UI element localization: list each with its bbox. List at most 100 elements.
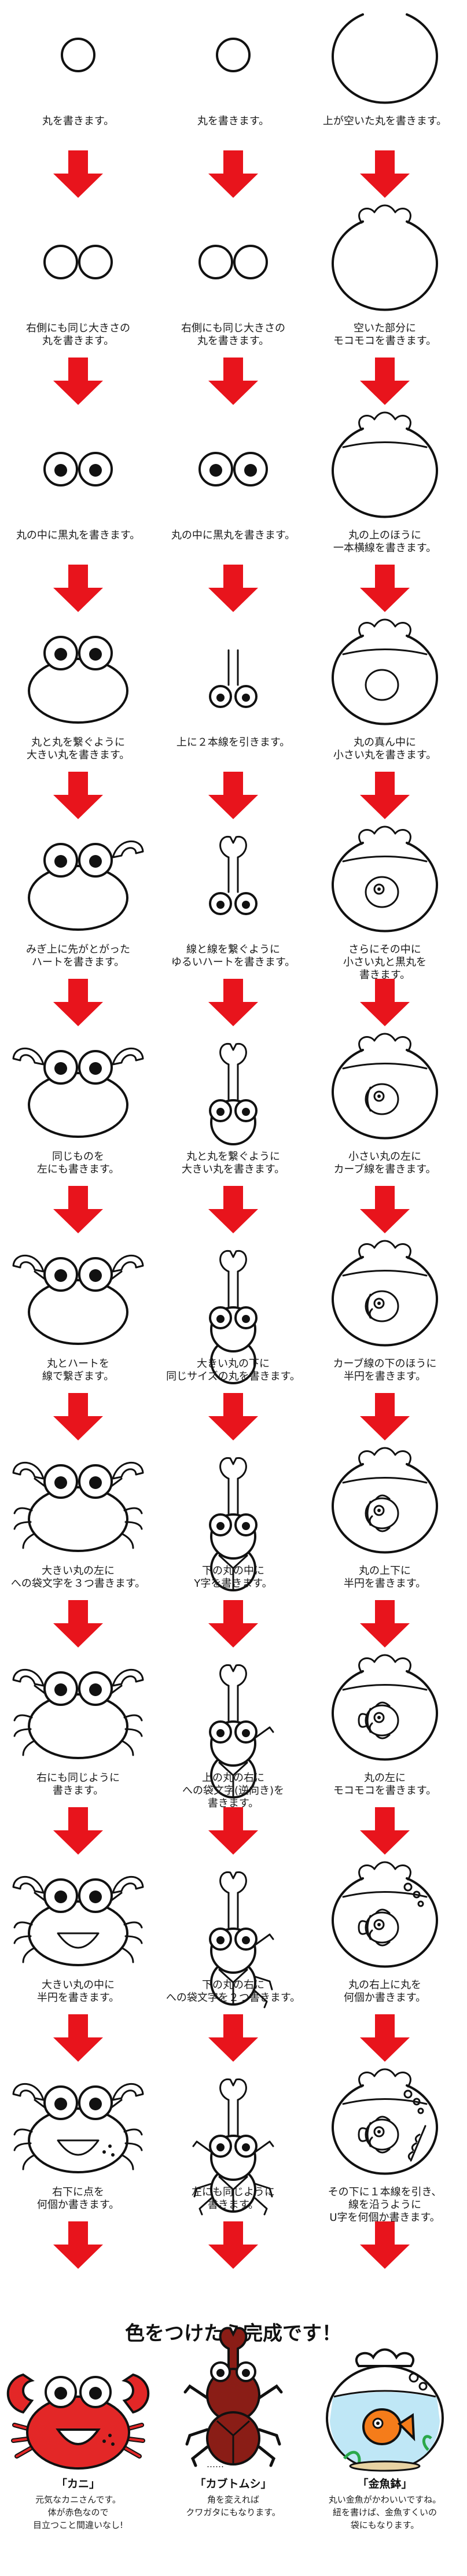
crab-step-8-figure	[12, 1461, 144, 1552]
goldfish-bowl-step-6-arrow	[360, 1186, 410, 1233]
crab-step-4-arrow	[53, 772, 103, 819]
goldfish-bowl-step-2-caption-line-1: 空いた部分に	[354, 322, 416, 334]
goldfish-bowl-step-10-figure	[332, 1861, 438, 1968]
goldfish-bowl-step-11-figure	[332, 2068, 438, 2175]
beetle-step-9-arrow	[208, 1807, 258, 1855]
beetle-name-label: 「カブトムシ」	[194, 2477, 271, 2490]
crab-note-line-2: 体が赤色なので	[47, 2507, 108, 2518]
crab-step-5-arrow	[53, 979, 103, 1026]
beetle-step-10-caption-line-2: への袋文字を２つ書きます。	[166, 1992, 300, 2004]
beetle-step-11-figure	[192, 2079, 274, 2216]
beetle-step-4-figure	[209, 649, 258, 708]
goldfish-bowl-step-9-figure	[332, 1654, 438, 1761]
goldfish-bowl-step-10-arrow	[360, 2014, 410, 2062]
beetle-step-3-caption-line-1: 丸の中に黒丸を書きます。	[171, 529, 295, 541]
beetle-step-2-figure	[198, 245, 268, 279]
beetle-step-10-caption-line-1: 下の丸の右に	[202, 1979, 264, 1991]
crab-step-1-arrow	[53, 150, 103, 198]
goldfish-bowl-step-6-caption-line-1: 小さい丸の左に	[348, 1151, 421, 1163]
beetle-step-6-arrow	[208, 1186, 258, 1233]
bowl-note-line-1: 丸い金魚がかわいいですね。	[329, 2494, 442, 2505]
crab-step-10-caption-line-2: 半円を書きます。	[37, 1992, 119, 2004]
beetle-step-6-figure	[209, 1043, 258, 1145]
step-captions: 丸を書きます。右側にも同じ大きさの丸を書きます。丸の中に黒丸を書きます。丸と丸を…	[11, 115, 447, 2224]
beetle-step-11-arrow	[208, 2221, 258, 2269]
colored-goldfish-bowl-illustration	[326, 2348, 444, 2472]
beetle-step-9-figure	[209, 1664, 274, 1799]
goldfish-bowl-step-5-caption-line-1: さらにその中に	[348, 944, 421, 956]
bowl-note-line-3: 袋にもなります。	[351, 2520, 420, 2530]
goldfish-bowl-step-8-arrow	[360, 1600, 410, 1648]
beetle-step-7-figure	[209, 1250, 258, 1384]
goldfish-bowl-step-7-arrow	[360, 1393, 410, 1440]
goldfish-bowl-step-7-figure	[332, 1240, 438, 1347]
crab-step-5-figure	[28, 840, 144, 931]
beetle-step-2-caption-line-2: 丸を書きます。	[197, 335, 269, 347]
goldfish-bowl-step-1-figure	[332, 13, 438, 104]
goldfish-bowl-step-1-arrow	[360, 150, 410, 198]
goldfish-bowl-step-9-arrow	[360, 1807, 410, 1855]
goldfish-bowl-step-4-arrow	[360, 772, 410, 819]
beetle-step-7-arrow	[208, 1393, 258, 1440]
beetle-step-8-caption-line-1: 下の丸の中に	[202, 1565, 264, 1577]
crab-step-2-caption-line-2: 丸を書きます。	[42, 335, 114, 347]
beetle-step-6-caption-line-2: 大きい丸を書きます。	[182, 1163, 285, 1175]
goldfish-bowl-step-4-caption-line-1: 丸の真ん中に	[354, 736, 416, 749]
crab-step-6-caption-line-2: 左にも書きます。	[37, 1163, 119, 1175]
goldfish-bowl-step-7-caption-line-1: カーブ線の下のほうに	[333, 1357, 437, 1370]
crab-step-7-arrow	[53, 1393, 103, 1440]
colored-crab-illustration	[6, 2373, 150, 2470]
crab-step-7-caption-line-1: 丸とハートを	[47, 1358, 109, 1370]
crab-step-4-figure	[28, 636, 128, 724]
crab-step-9-caption-line-1: 右にも同じように	[36, 1772, 120, 1784]
goldfish-bowl-step-3-arrow	[360, 565, 410, 612]
crab-step-8-arrow	[53, 1600, 103, 1648]
goldfish-bowl-step-4-figure	[332, 618, 438, 725]
crab-step-8-caption-line-1: 大きい丸の左に	[42, 1565, 115, 1577]
crab-name-label: 「カニ」	[56, 2477, 100, 2490]
beetle-step-4-caption-line-1: 上に２本線を引きます。	[176, 736, 290, 749]
crab-step-2-figure	[43, 245, 113, 279]
beetle-step-11-caption-line-1: 左にも同じように	[192, 2186, 275, 2198]
beetle-step-11-caption-line-2: 書きます。	[208, 2199, 259, 2211]
goldfish-bowl-step-1-caption-line-1: 上が空いた丸を書きます。	[323, 115, 447, 127]
goldfish-bowl-step-2-arrow	[360, 358, 410, 405]
beetle-step-7-caption-line-2: 同じサイズの丸を書きます。	[166, 1370, 300, 1383]
goldfish-bowl-step-5-caption-line-2: 小さい丸と黒丸を	[343, 956, 426, 968]
crab-step-11-caption-line-1: 右下に点を	[52, 2186, 104, 2198]
goldfish-bowl-step-10-caption-line-2: 何個か書きます。	[344, 1992, 426, 2004]
goldfish-bowl-step-3-figure	[332, 411, 438, 518]
crab-step-2-caption-line-1: 右側にも同じ大きさの	[26, 322, 130, 334]
crab-note-line-3: 目立つこと間違いなし!	[33, 2520, 123, 2530]
goldfish-bowl-step-4-caption-line-2: 小さい丸を書きます。	[333, 749, 436, 761]
crab-step-7-caption-line-2: 線で繋ぎます。	[42, 1370, 114, 1383]
beetle-step-1-caption-line-1: 丸を書きます。	[197, 115, 269, 127]
beetle-step-8-caption-line-2: Y字を書きます。	[193, 1578, 272, 1590]
crab-step-3-caption-line-1: 丸の中に黒丸を書きます。	[16, 529, 140, 541]
beetle-step-5-caption-line-1: 線と線を繋ぐように	[186, 944, 280, 956]
bowl-note-line-2: 紐を書けば、金魚すくいの	[333, 2507, 437, 2518]
beetle-step-6-caption-line-1: 丸と丸を繋ぐように	[186, 1151, 280, 1163]
goldfish-bowl-step-5-arrow	[360, 979, 410, 1026]
beetle-step-3-arrow	[208, 565, 258, 612]
goldfish-bowl-step-8-figure	[332, 1447, 438, 1554]
goldfish-bowl-step-6-caption-line-2: カーブ線を書きます。	[333, 1163, 436, 1175]
beetle-step-1-arrow	[208, 150, 258, 198]
beetle-step-2-arrow	[208, 358, 258, 405]
crab-step-9-caption-line-2: 書きます。	[53, 1785, 104, 1797]
crab-step-5-caption-line-1: みぎ上に先がとがった	[26, 944, 130, 956]
beetle-step-9-caption-line-2: への袋文字(逆向き)を	[182, 1785, 284, 1797]
goldfish-bowl-step-11-arrow	[360, 2221, 410, 2269]
crab-step-8-caption-line-2: への袋文字を３つ書きます。	[11, 1578, 145, 1590]
beetle-step-1-figure	[216, 38, 251, 72]
goldfish-bowl-step-10-caption-line-1: 丸の右上に丸を	[348, 1979, 421, 1991]
crab-step-9-figure	[12, 1668, 144, 1759]
beetle-step-5-caption-line-2: ゆるいハートを書きます。	[171, 956, 295, 968]
crab-step-10-figure	[12, 1875, 144, 1966]
beetle-step-8-figure	[209, 1457, 258, 1591]
crab-step-9-arrow	[53, 1807, 103, 1855]
beetle-step-8-arrow	[208, 1600, 258, 1648]
goldfish-bowl-step-5-caption-line-3: 書きます。	[359, 969, 410, 981]
bowl-name-label: 「金魚鉢」	[357, 2477, 412, 2490]
beetle-step-5-figure	[209, 836, 258, 915]
